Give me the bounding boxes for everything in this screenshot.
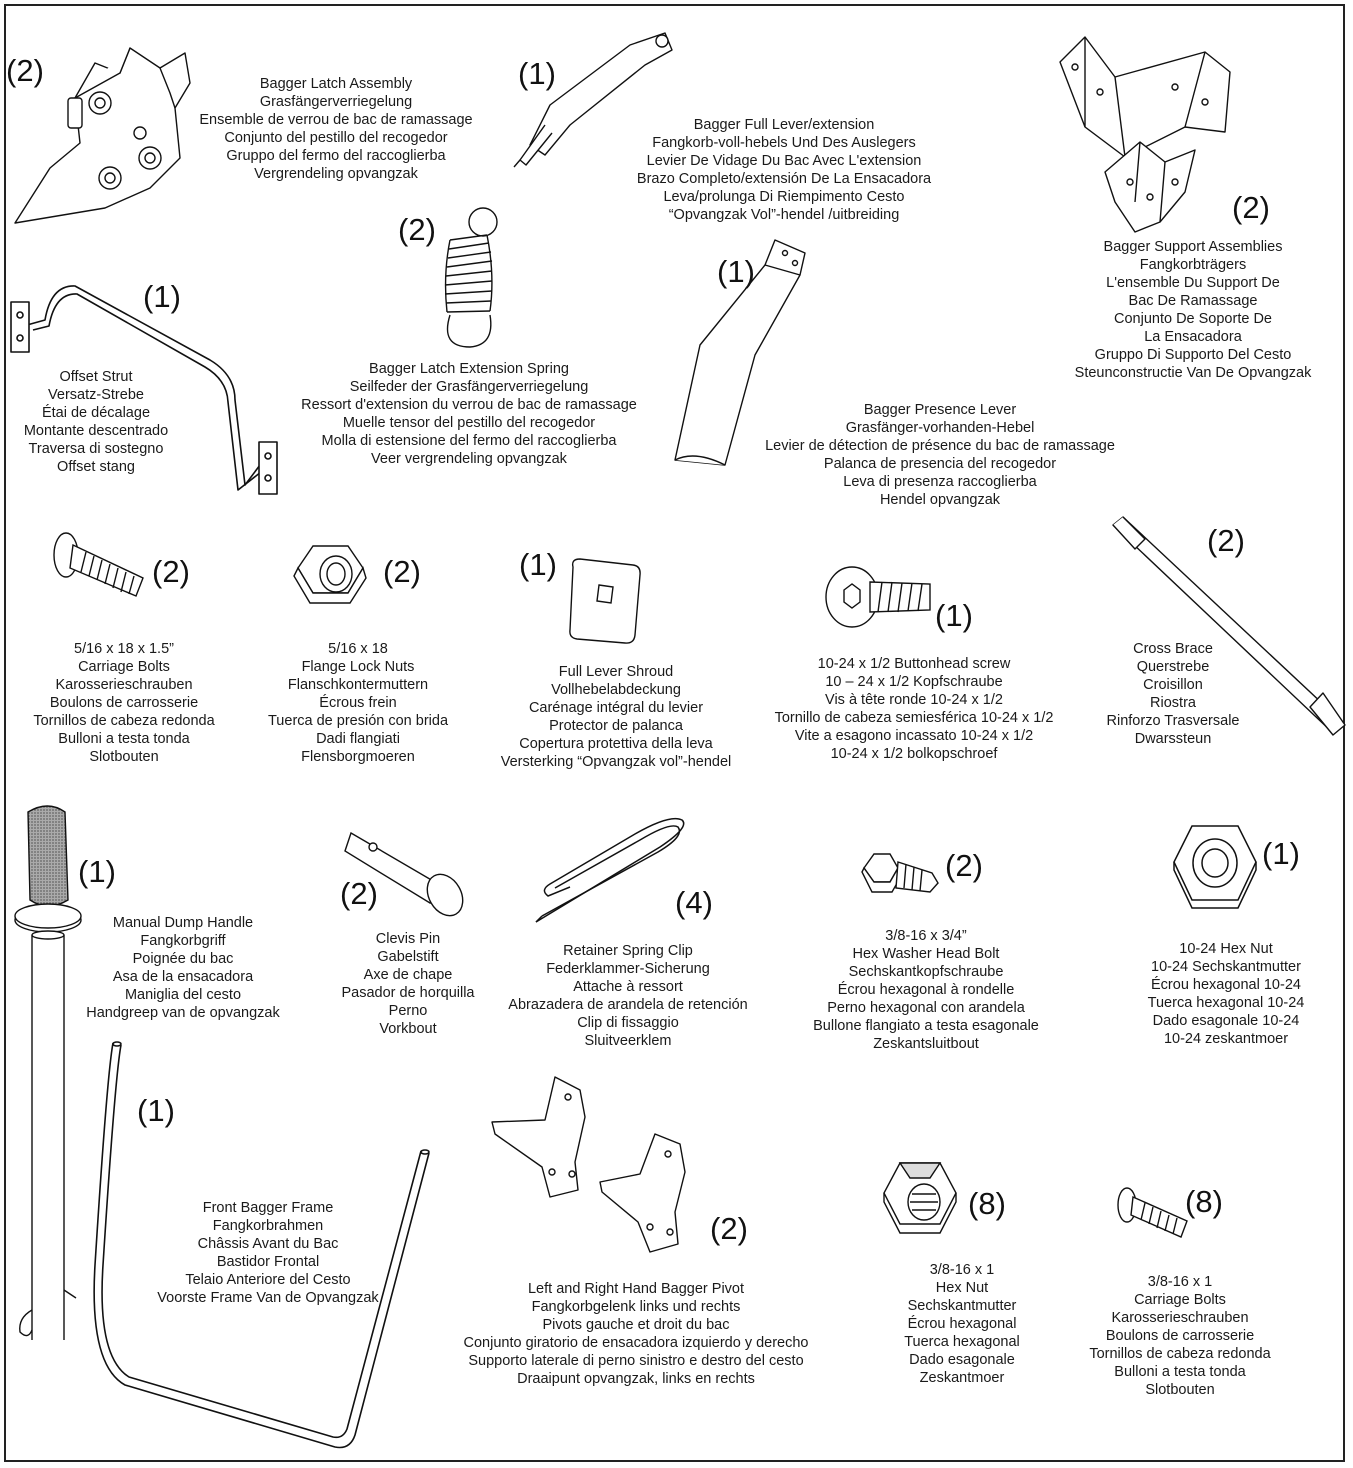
quantity-hex-washer-head-bolt: (2) — [945, 848, 983, 883]
hex-nut-10-24-image — [1170, 820, 1260, 910]
quantity-bagger-presence-lever: (1) — [717, 254, 755, 289]
retainer-spring-clip-image — [530, 812, 700, 930]
quantity-front-bagger-frame: (1) — [137, 1093, 175, 1128]
clevis-pin-image — [345, 825, 470, 920]
offset-strut-image — [5, 280, 285, 502]
bagger-pivot-image — [490, 1072, 705, 1262]
bagger-presence-lever-image — [665, 235, 810, 480]
buttonhead-screw-image — [822, 562, 937, 632]
cross-brace-image — [1105, 515, 1350, 740]
quantity-retainer-spring-clip: (4) — [675, 885, 713, 920]
manual-dump-handle-image — [10, 800, 82, 1345]
quantity-offset-strut: (1) — [143, 279, 181, 314]
bagger-full-lever-image — [510, 25, 685, 170]
quantity-flange-lock-nuts: (2) — [383, 554, 421, 589]
bagger-latch-assembly-image — [10, 38, 200, 233]
quantity-buttonhead-screw: (1) — [935, 598, 973, 633]
quantity-carriage-bolts-5-16: (2) — [152, 554, 190, 589]
quantity-carriage-bolts-3-8: (8) — [1185, 1184, 1223, 1219]
quantity-bagger-full-lever: (1) — [518, 56, 556, 91]
quantity-bagger-support-assemblies: (2) — [1232, 190, 1270, 225]
hex-nut-3-8-image — [880, 1158, 960, 1238]
bagger-latch-extension-spring-image — [435, 205, 505, 350]
quantity-hex-nut-3-8: (8) — [968, 1186, 1006, 1221]
quantity-bagger-pivot: (2) — [710, 1211, 748, 1246]
flange-lock-nut-image — [288, 538, 370, 608]
carriage-bolt-5-16-image — [48, 530, 153, 610]
quantity-bagger-latch-extension-spring: (2) — [398, 212, 436, 247]
front-bagger-frame-image — [65, 1035, 445, 1455]
full-lever-shroud-image — [565, 555, 645, 647]
quantity-clevis-pin: (2) — [340, 876, 378, 911]
quantity-hex-nut-10-24: (1) — [1262, 836, 1300, 871]
quantity-cross-brace: (2) — [1207, 523, 1245, 558]
parts-sheet-frame — [4, 4, 1345, 1462]
quantity-manual-dump-handle: (1) — [78, 854, 116, 889]
hex-washer-head-bolt-image — [860, 848, 940, 904]
bagger-support-assemblies-image — [1055, 32, 1235, 237]
carriage-bolt-3-8-image — [1115, 1185, 1195, 1247]
quantity-bagger-latch-assembly: (2) — [6, 53, 44, 88]
quantity-full-lever-shroud: (1) — [519, 547, 557, 582]
